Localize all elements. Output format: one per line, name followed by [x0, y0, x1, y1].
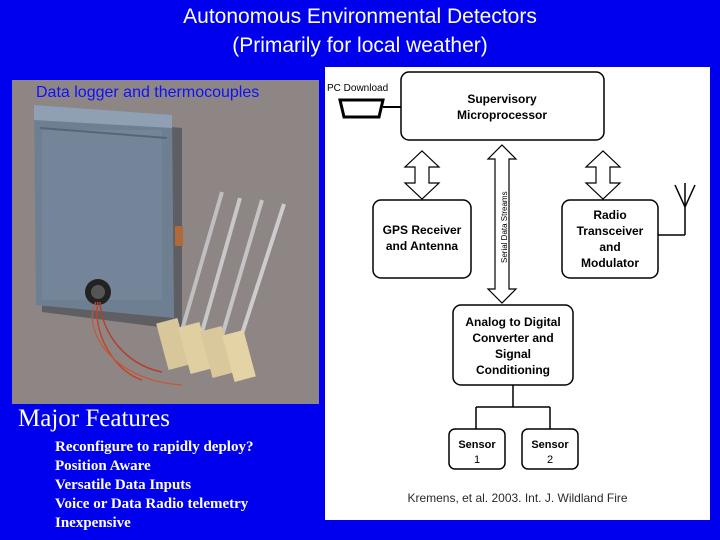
radio-bus-arrow [584, 150, 622, 200]
radio-label-1: Radio [593, 208, 626, 222]
feature-item: Voice or Data Radio telemetry [55, 496, 249, 512]
feature-item: Position Aware [55, 458, 151, 474]
supervisory-box [400, 71, 605, 141]
features-heading: Major Features [18, 405, 171, 432]
block-diagram: PC Download Supervisory Microprocessor S… [325, 67, 710, 520]
gps-label-1: GPS Receiver [383, 223, 462, 237]
sensor2-label-2: 2 [547, 454, 553, 466]
supervisory-label-2: Microprocessor [457, 108, 547, 122]
sensor1-label-1: Sensor [458, 439, 496, 451]
radio-box [561, 199, 659, 279]
radio-label-2: Transceiver [577, 224, 644, 238]
radio-label-4: Modulator [581, 256, 639, 270]
adc-label-1: Analog to Digital [465, 315, 560, 329]
sensor1-label-2: 1 [474, 454, 480, 466]
citation: Kremens, et al. 2003. Int. J. Wildland F… [407, 491, 628, 505]
feature-item: Inexpensive [55, 515, 131, 531]
gps-box [372, 199, 472, 279]
pc-download-label: PC Download [327, 83, 388, 94]
sensor-connectors [475, 385, 551, 429]
sensor2-label-1: Sensor [531, 439, 569, 451]
features-list: Reconfigure to rapidly deploy? Position … [55, 438, 253, 533]
feature-item: Versatile Data Inputs [55, 477, 192, 493]
serial-port-icon [338, 98, 385, 119]
data-logger-illustration [12, 80, 319, 404]
photo-caption: Data logger and thermocouples [36, 84, 260, 101]
adc-label-2: Converter and [472, 331, 553, 345]
gps-bus-arrow [403, 150, 441, 200]
adc-label-3: Signal [495, 347, 531, 361]
adc-label-4: Conditioning [476, 363, 550, 377]
sensor2-box [521, 428, 579, 470]
radio-label-3: and [599, 240, 620, 254]
data-logger-photo: Data logger and thermocouples [12, 80, 319, 404]
sensor1-box [448, 428, 506, 470]
gps-label-2: and Antenna [386, 239, 459, 253]
serial-data-arrow [486, 144, 518, 304]
antenna-icon [658, 183, 696, 236]
slide-subtitle: (Primarily for local weather) [232, 34, 488, 57]
feature-item: Reconfigure to rapidly deploy? [55, 439, 254, 455]
slide-title: Autonomous Environmental Detectors [183, 5, 537, 28]
supervisory-label-1: Supervisory [467, 92, 537, 106]
serial-data-label: Serial Data Streams [500, 191, 509, 263]
